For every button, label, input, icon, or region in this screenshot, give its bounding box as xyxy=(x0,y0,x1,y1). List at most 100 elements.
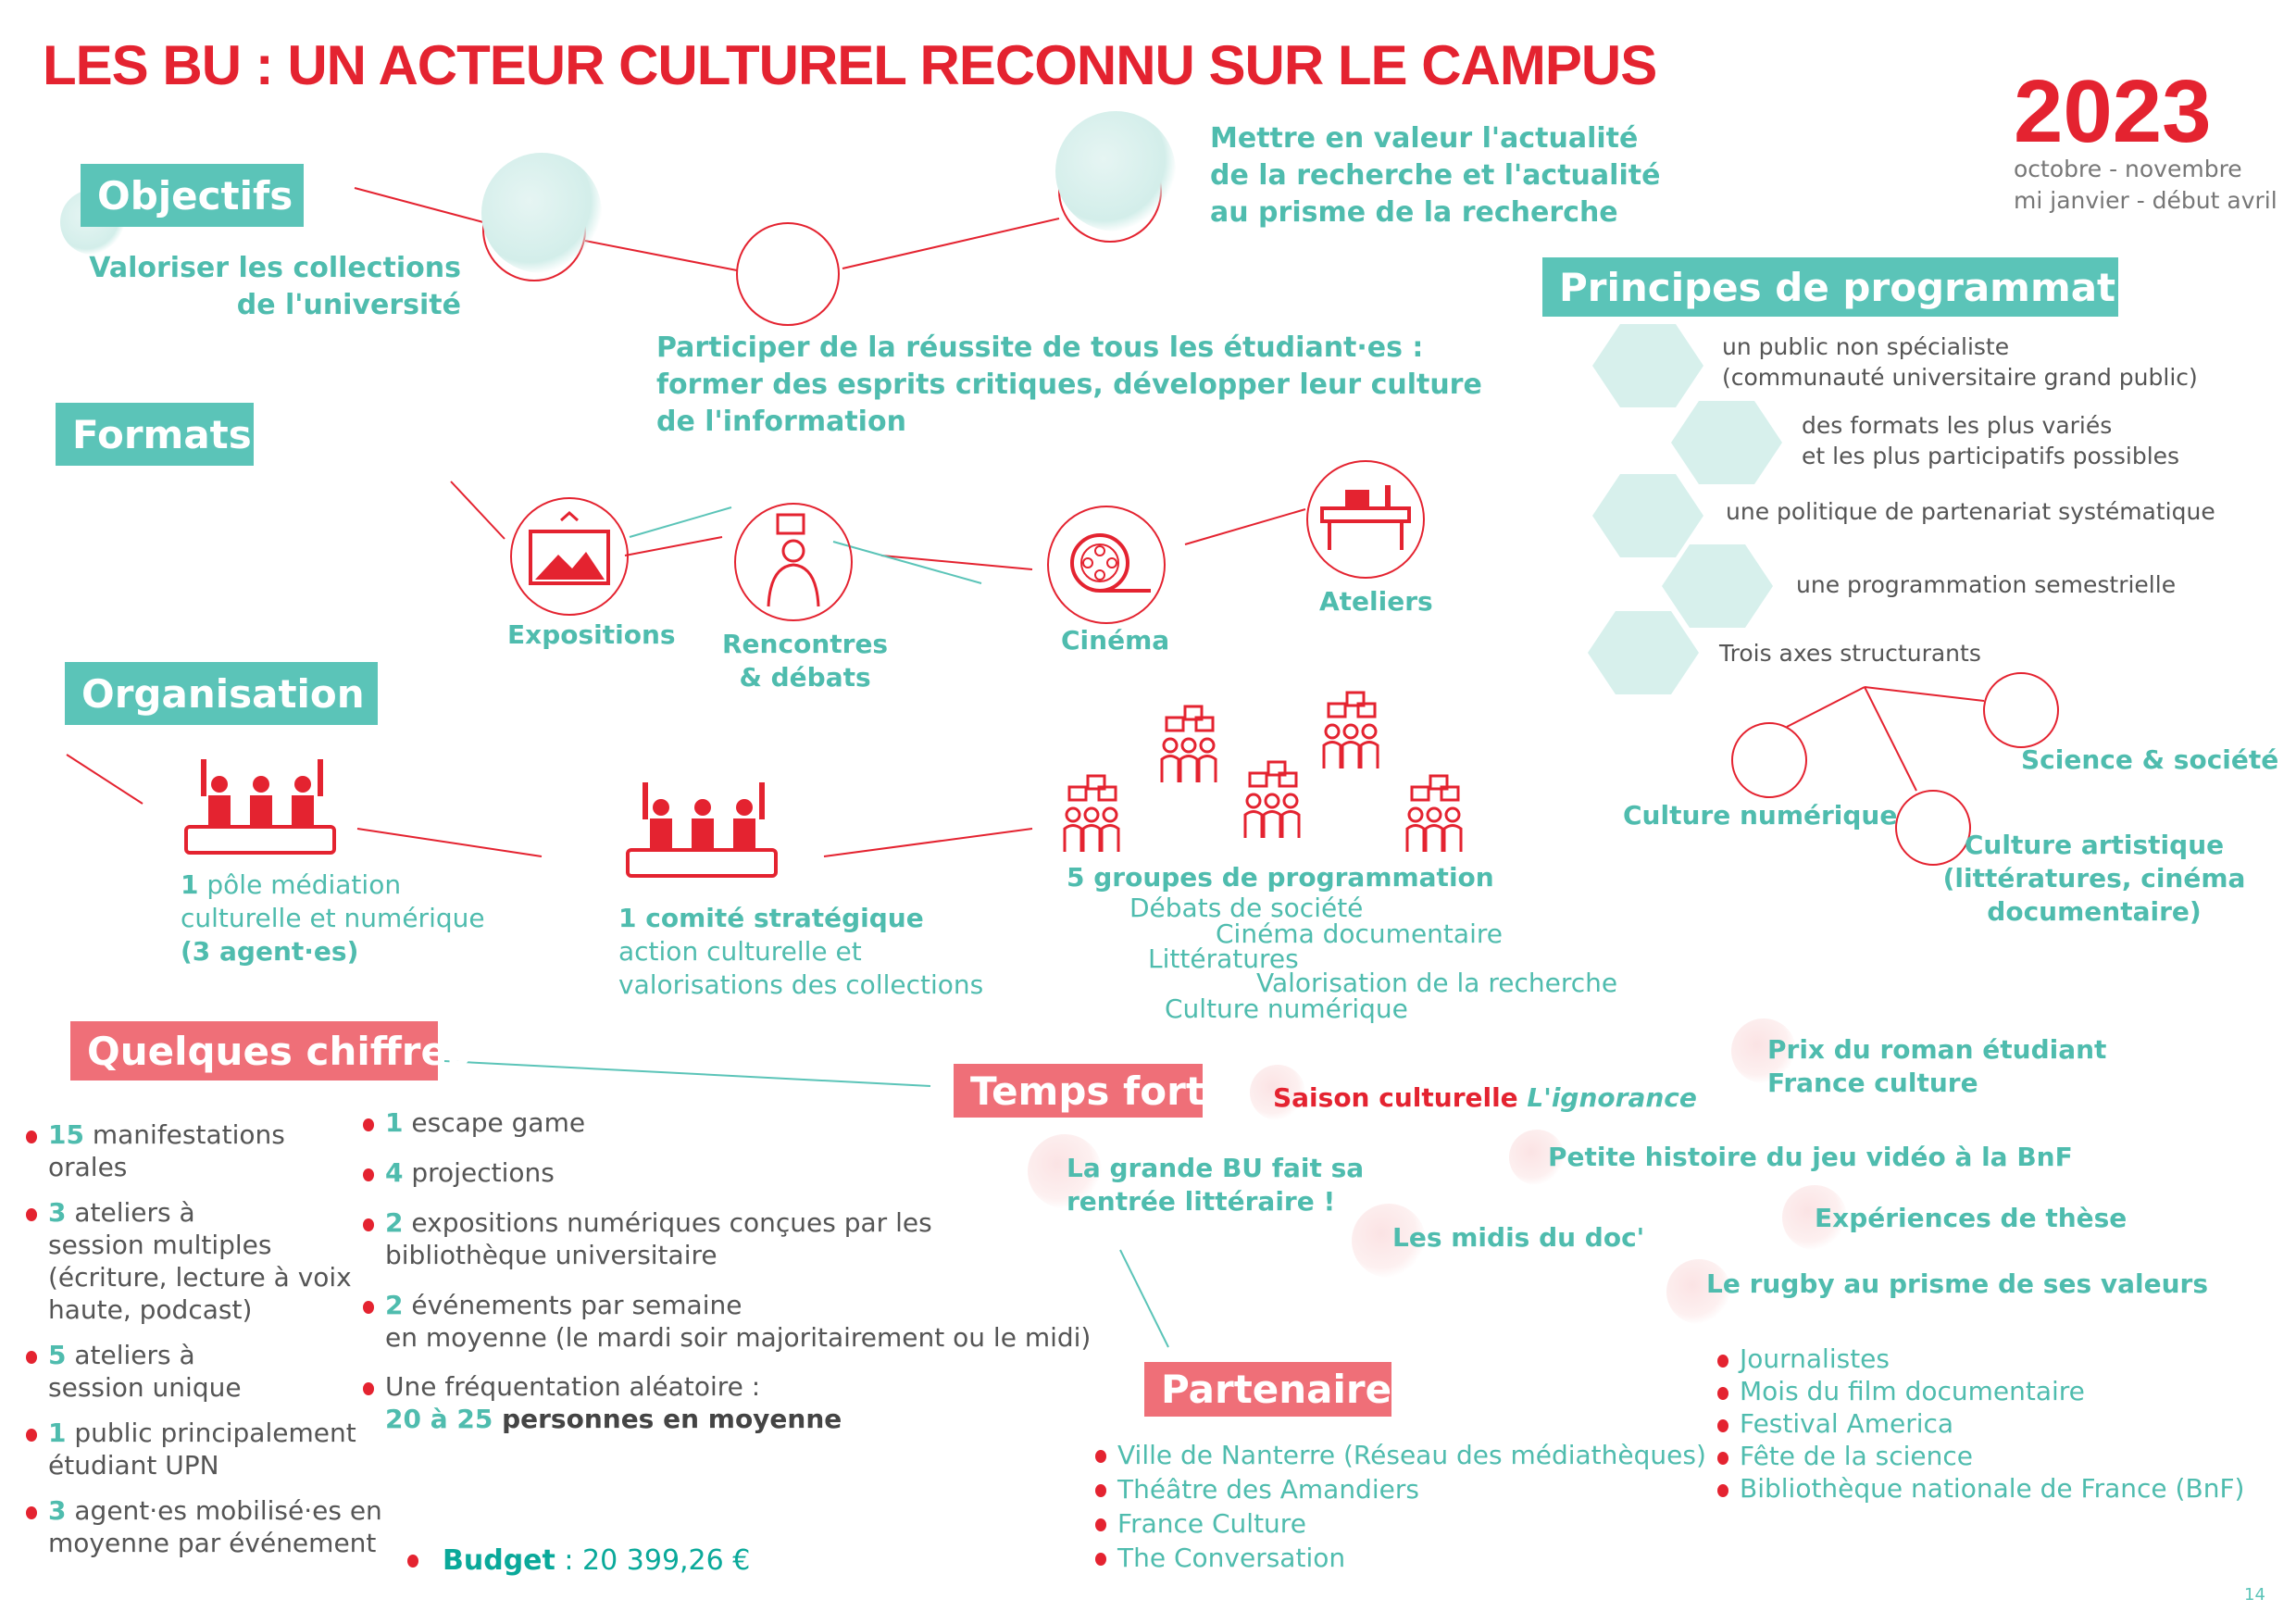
line: 1 escape game xyxy=(385,1106,1091,1139)
event: Petite histoire du jeu vidéo à la BnF xyxy=(1548,1142,2073,1172)
organisation-heading: Organisation xyxy=(65,662,378,725)
chiffre-text: public principalement xyxy=(66,1418,356,1448)
text: de l'université xyxy=(236,289,461,321)
chiffre-text: ateliers à xyxy=(66,1340,195,1370)
chiffre-item: 4 projections xyxy=(363,1156,1091,1189)
format-rencontres: Rencontres& débats xyxy=(722,628,888,694)
budget-value: : 20 399,26 € xyxy=(555,1544,751,1577)
decorative-blob xyxy=(481,153,602,273)
chiffres-col2: 1 escape game 4 projections 2 expositions … xyxy=(363,1106,1091,1371)
text: un public non spécialiste xyxy=(1722,333,2010,360)
period: octobre - novembre xyxy=(2014,156,2242,182)
rencontres-icon xyxy=(734,503,853,621)
line: 3 ateliers à xyxy=(48,1196,382,1229)
pole-mediation-text: 1 pôle médiation culturelle et numérique… xyxy=(181,868,485,968)
axe-science-societe: Science & société xyxy=(2021,744,2279,775)
budget-label: Budget xyxy=(443,1544,555,1577)
text: action culturelle et xyxy=(618,936,862,967)
chiffres-heading: Quelques chiffres xyxy=(70,1021,470,1081)
list-item: Théâtre des Amandiers xyxy=(1095,1472,1706,1506)
page-number: 14 xyxy=(2244,1585,2265,1605)
decorative-blob xyxy=(1731,1018,1796,1083)
comite-text: 1 comité stratégique action culturelle e… xyxy=(618,902,983,1002)
line: 4 projections xyxy=(385,1156,1091,1189)
text: au prisme de la recherche xyxy=(1210,196,1618,229)
format-ateliers: Ateliers xyxy=(1319,586,1433,617)
text: La grande BU fait sa xyxy=(1067,1153,1365,1183)
principes-heading: Principes de programmation xyxy=(1542,257,2183,317)
budget-item: Budget : 20 399,26 € xyxy=(407,1543,2296,1580)
decorative-blob xyxy=(1352,1204,1426,1278)
decorative-blob xyxy=(1055,111,1176,231)
line: 5 ateliers à xyxy=(48,1339,382,1371)
chiffre-text: moyenne par événement xyxy=(48,1528,377,1558)
decorative-blob xyxy=(1250,1065,1305,1120)
chiffre-text: étudiant UPN xyxy=(48,1450,219,1480)
event: Expériences de thèse xyxy=(1815,1203,2128,1233)
cinema-icon xyxy=(1047,506,1166,624)
event: Les midis du doc' xyxy=(1392,1222,1645,1253)
chiffre-count: 2 xyxy=(385,1290,404,1320)
text: & débats xyxy=(739,662,871,693)
chiffre-text: orales xyxy=(48,1152,128,1182)
objectifs-heading: Objectifs xyxy=(81,164,304,227)
text: rentrée littéraire ! xyxy=(1067,1186,1336,1217)
format-cinema: Cinéma xyxy=(1061,625,1170,656)
axe-culture-numerique: Culture numérique xyxy=(1623,800,1898,831)
line: 3 agent·es mobilisé·es en xyxy=(48,1494,382,1527)
groupe-item: Valorisation de la recherche xyxy=(1256,968,1618,998)
chiffre-text: escape game xyxy=(403,1107,586,1138)
list-item: The Conversation xyxy=(1095,1541,1706,1575)
list-item: Ville de Nanterre (Réseau des médiathèqu… xyxy=(1095,1438,1706,1472)
text: de la recherche et l'actualité xyxy=(1210,159,1661,192)
objectif-2: Participer de la réussite de tous les ét… xyxy=(656,330,1482,441)
decorative-blob xyxy=(1782,1185,1847,1250)
chiffre-text: projections xyxy=(403,1157,555,1188)
chiffre-count: 1 xyxy=(48,1418,67,1448)
text: et les plus participatifs possibles xyxy=(1802,443,2180,469)
chiffre-item: 1 escape game xyxy=(363,1106,1091,1139)
list-item: Journalistes xyxy=(1717,1343,2244,1375)
formats-heading: Formats xyxy=(56,403,254,466)
text: France culture xyxy=(1767,1068,1978,1098)
line: 2 événements par semaine xyxy=(385,1289,1091,1321)
line: 1 public principalement xyxy=(48,1417,382,1449)
groupes-icon xyxy=(1063,691,1463,854)
text: 1 comité stratégique xyxy=(618,903,924,933)
chiffre-count: 5 xyxy=(48,1340,67,1370)
text: personnes en moyenne xyxy=(493,1404,842,1434)
saison-culturelle: Saison culturelle L'ignorance xyxy=(1273,1081,1697,1115)
groupe-item: Littératures xyxy=(1148,943,1299,974)
list-item: France Culture xyxy=(1095,1506,1706,1541)
decorative-blob xyxy=(1028,1134,1102,1208)
partenaires-list: Ville de Nanterre (Réseau des médiathèqu… xyxy=(1095,1438,1706,1575)
chiffre-text: expositions numériques conçues par les xyxy=(403,1207,932,1238)
text: médiation xyxy=(270,869,402,900)
text: Prix du roman étudiant xyxy=(1767,1034,2107,1065)
principe-item: un public non spécialiste(communauté uni… xyxy=(1722,331,2198,393)
groupe-item: Cinéma documentaire xyxy=(1216,918,1503,949)
principe-item: une politique de partenariat systématiqu… xyxy=(1726,498,2215,525)
chiffre-text: manifestations xyxy=(83,1119,285,1150)
temps-forts-heading: Temps forts xyxy=(954,1064,1228,1118)
theme: L'ignorance xyxy=(1527,1082,1697,1113)
text: Rencontres xyxy=(722,629,889,659)
text: Culture artistique xyxy=(1964,830,2225,860)
groupes-title: 5 groupes de programmation xyxy=(1067,862,1494,893)
pole-team-icon xyxy=(184,759,336,855)
chiffre-count: 3 xyxy=(48,1495,67,1526)
line: 15 manifestations xyxy=(48,1118,382,1151)
chiffre-text: bibliothèque universitaire xyxy=(385,1240,718,1270)
